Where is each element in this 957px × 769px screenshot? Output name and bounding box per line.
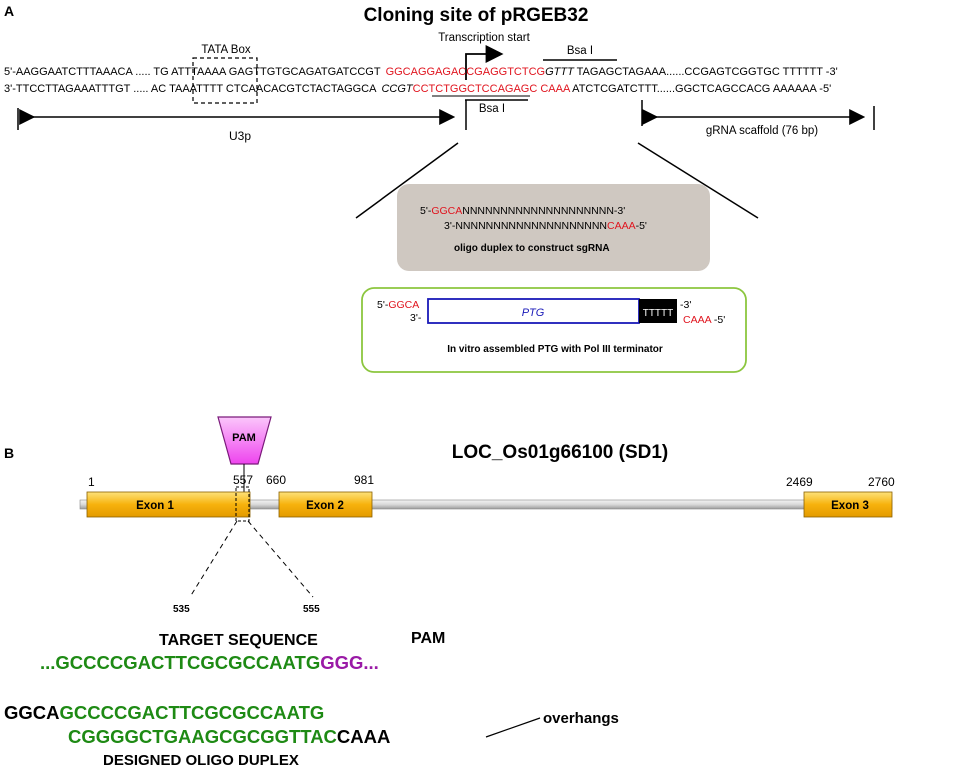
transcription-start-arrow (465, 45, 504, 80)
bsa-bottom-label: Bsa I (479, 103, 505, 115)
bottom-strand-sequence: 3'-TTCCTTAGAAATTTGT ..... AC TAAATTTT CT… (4, 83, 831, 95)
target-sequence-label: TARGET SEQUENCE (159, 632, 318, 649)
ptg-left-3prime: 3'- (410, 312, 422, 324)
pam-badge-label: PAM (232, 432, 256, 444)
target-zoom-right (247, 520, 314, 598)
overhangs-label: overhangs (543, 710, 619, 727)
pos-2760: 2760 (868, 475, 895, 489)
panel-b-label: B (4, 445, 14, 461)
ptg-caption: In vitro assembled PTG with Pol III term… (447, 344, 663, 355)
target-zoom-left (189, 520, 238, 598)
exon-1-label: Exon 1 (136, 500, 174, 512)
pam-badge-shape (217, 416, 272, 465)
oligo-caption: oligo duplex to construct sgRNA (454, 243, 610, 254)
terminator-segment (639, 299, 677, 323)
pam-sequence-label: PAM (411, 630, 445, 647)
ptg-right-top: -3' (680, 299, 691, 311)
pos-557: 557 (233, 473, 253, 487)
target-site-marker (235, 486, 250, 522)
oligo-line-1: 5'-GGCANNNNNNNNNNNNNNNNNNNN-3' (420, 205, 625, 217)
designed-oligo-top: GGCAGCCCCGACTTCGCGCCAATG (4, 702, 324, 723)
target-sequence: ...GCCCCGACTTCGCGCCAATGGGG... (40, 652, 379, 673)
u3p-label: U3p (229, 129, 251, 143)
exon-3-label: Exon 3 (831, 500, 869, 512)
exon-2 (278, 491, 373, 518)
designed-oligo-label: DESIGNED OLIGO DUPLEX (103, 752, 299, 769)
ptg-right-bottom: CAAA -5' (683, 314, 725, 326)
exon-1 (86, 491, 251, 518)
tata-box-frame (192, 57, 258, 104)
oligo-duplex-box (397, 184, 710, 271)
tata-box-label: TATA Box (201, 44, 250, 56)
top-strand-sequence: 5'-AAGGAATCTTTAAACA ..... TG ATTTAAAA GA… (4, 66, 838, 78)
oligo-line-2: 3'-NNNNNNNNNNNNNNNNNNNNCAAA-5' (444, 220, 647, 232)
gene-title: LOC_Os01g66100 (SD1) (452, 442, 669, 463)
pos-2469: 2469 (786, 475, 813, 489)
bsa-top-label: Bsa I (567, 45, 593, 57)
zoom-line-left (355, 142, 459, 219)
ptg-label: PTG (522, 307, 545, 319)
panel-a-label: A (4, 3, 14, 19)
transcription-start-label: Transcription start (438, 32, 530, 44)
pos-981: 981 (354, 473, 374, 487)
panel-a-title: Cloning site of pRGEB32 (364, 5, 589, 26)
designed-oligo-bottom: CGGGGCTGAAGCGCGGTTACCAAA (68, 726, 390, 747)
pos-555: 555 (303, 604, 320, 615)
exon-2-label: Exon 2 (306, 500, 344, 512)
pos-1: 1 (88, 475, 95, 489)
pos-660: 660 (266, 473, 286, 487)
scaffold-label: gRNA scaffold (76 bp) (706, 125, 818, 137)
exon-3 (803, 491, 893, 518)
overhangs-pointer (485, 717, 541, 738)
pos-535: 535 (173, 604, 190, 615)
zoom-line-right (637, 142, 759, 219)
ptg-top-left: 5'-GGCA (377, 299, 419, 311)
terminator-label: TTTTT (643, 308, 674, 319)
